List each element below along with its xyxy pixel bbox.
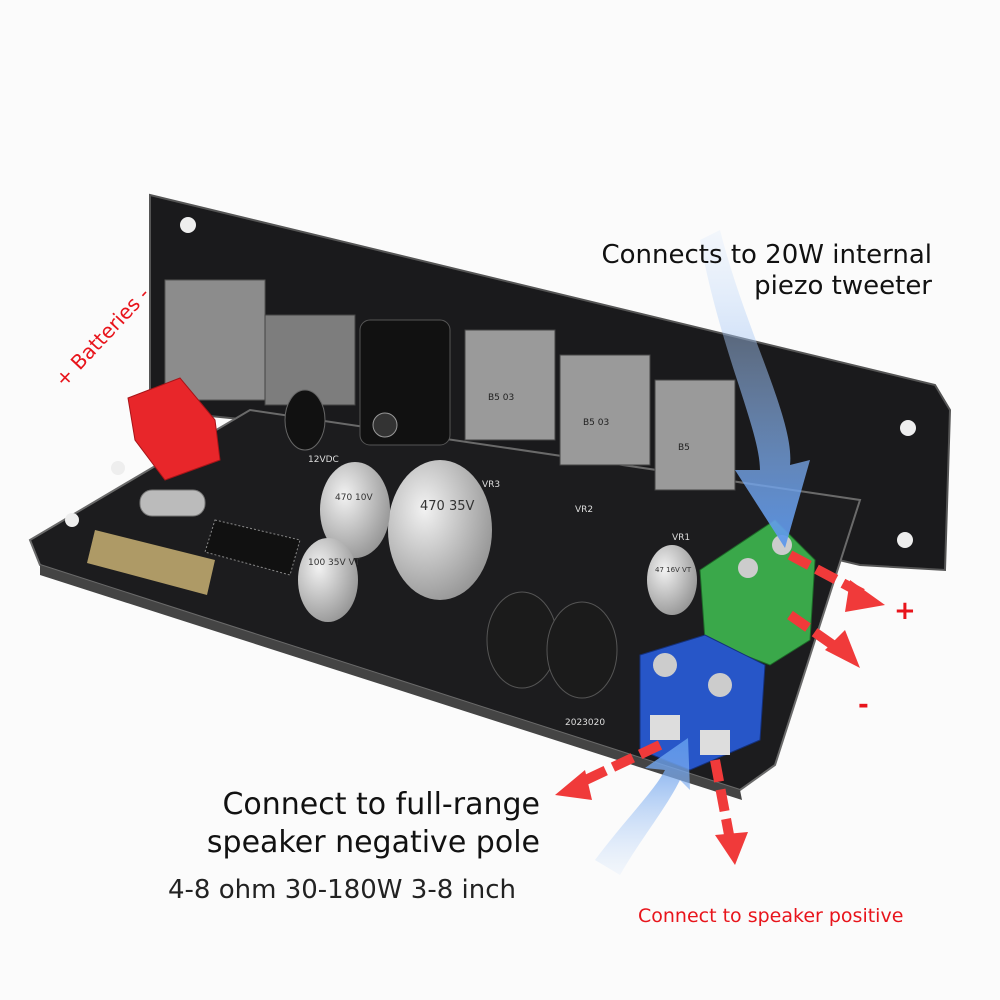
mount-hole (65, 513, 79, 527)
potentiometers: B5 03 B5 03 B5 VR3 VR2 VR1 (464, 329, 736, 543)
power-marking: 12VDC (308, 455, 339, 465)
pot-label-vr1: VR1 (672, 533, 690, 543)
pot-code: B5 03 (583, 418, 609, 428)
crystal (139, 489, 206, 517)
inductor (546, 601, 618, 699)
blue-arrow-speaker (595, 738, 690, 875)
date-marking: 2023020 (565, 718, 605, 728)
cap-marking: 100 35V VT (308, 558, 361, 568)
capacitor (320, 462, 390, 558)
pot-label-vr3: VR3 (482, 480, 500, 490)
capacitor (298, 538, 358, 622)
speaker-positive-annotation: Connect to speaker positive (638, 905, 904, 927)
mount-hole (111, 461, 125, 475)
cap-marking: 47 16V VT (655, 566, 692, 574)
mount-hole (900, 420, 916, 436)
inductor (486, 591, 558, 689)
ic-chip (204, 519, 301, 576)
tweeter-annotation: Connects to 20W internal piezo tweeter (602, 240, 933, 302)
pcb-edge (40, 565, 742, 800)
mount-hole (180, 217, 196, 233)
cap-marking: 470 10V (335, 493, 373, 503)
blue-arrow-tweeter (700, 230, 810, 548)
fullrange-line-1: Connect to full-range (222, 787, 540, 822)
pot-label-vr2: VR2 (575, 505, 593, 515)
capacitor (388, 460, 492, 600)
cap-marking: 470 35V (420, 499, 474, 514)
bt-antenna (87, 530, 215, 595)
arrow-heads (555, 580, 885, 865)
battery-connector (127, 377, 221, 481)
fullrange-annotation: Connect to full-range speaker negative p… (200, 786, 540, 862)
pot-code: B5 03 (488, 393, 514, 403)
pot-code: B5 (678, 443, 690, 453)
mount-hole (897, 532, 913, 548)
fullrange-line-2: speaker negative pole (206, 825, 540, 860)
plus-sign: + (894, 596, 916, 626)
tweeter-line-1: Connects to 20W internal (601, 240, 933, 270)
tweeter-line-2: piezo tweeter (754, 271, 932, 301)
minus-sign: - (858, 690, 869, 720)
diode (284, 389, 326, 451)
speaker-spec: 4-8 ohm 30-180W 3-8 inch (168, 875, 516, 905)
capacitor (647, 545, 697, 615)
